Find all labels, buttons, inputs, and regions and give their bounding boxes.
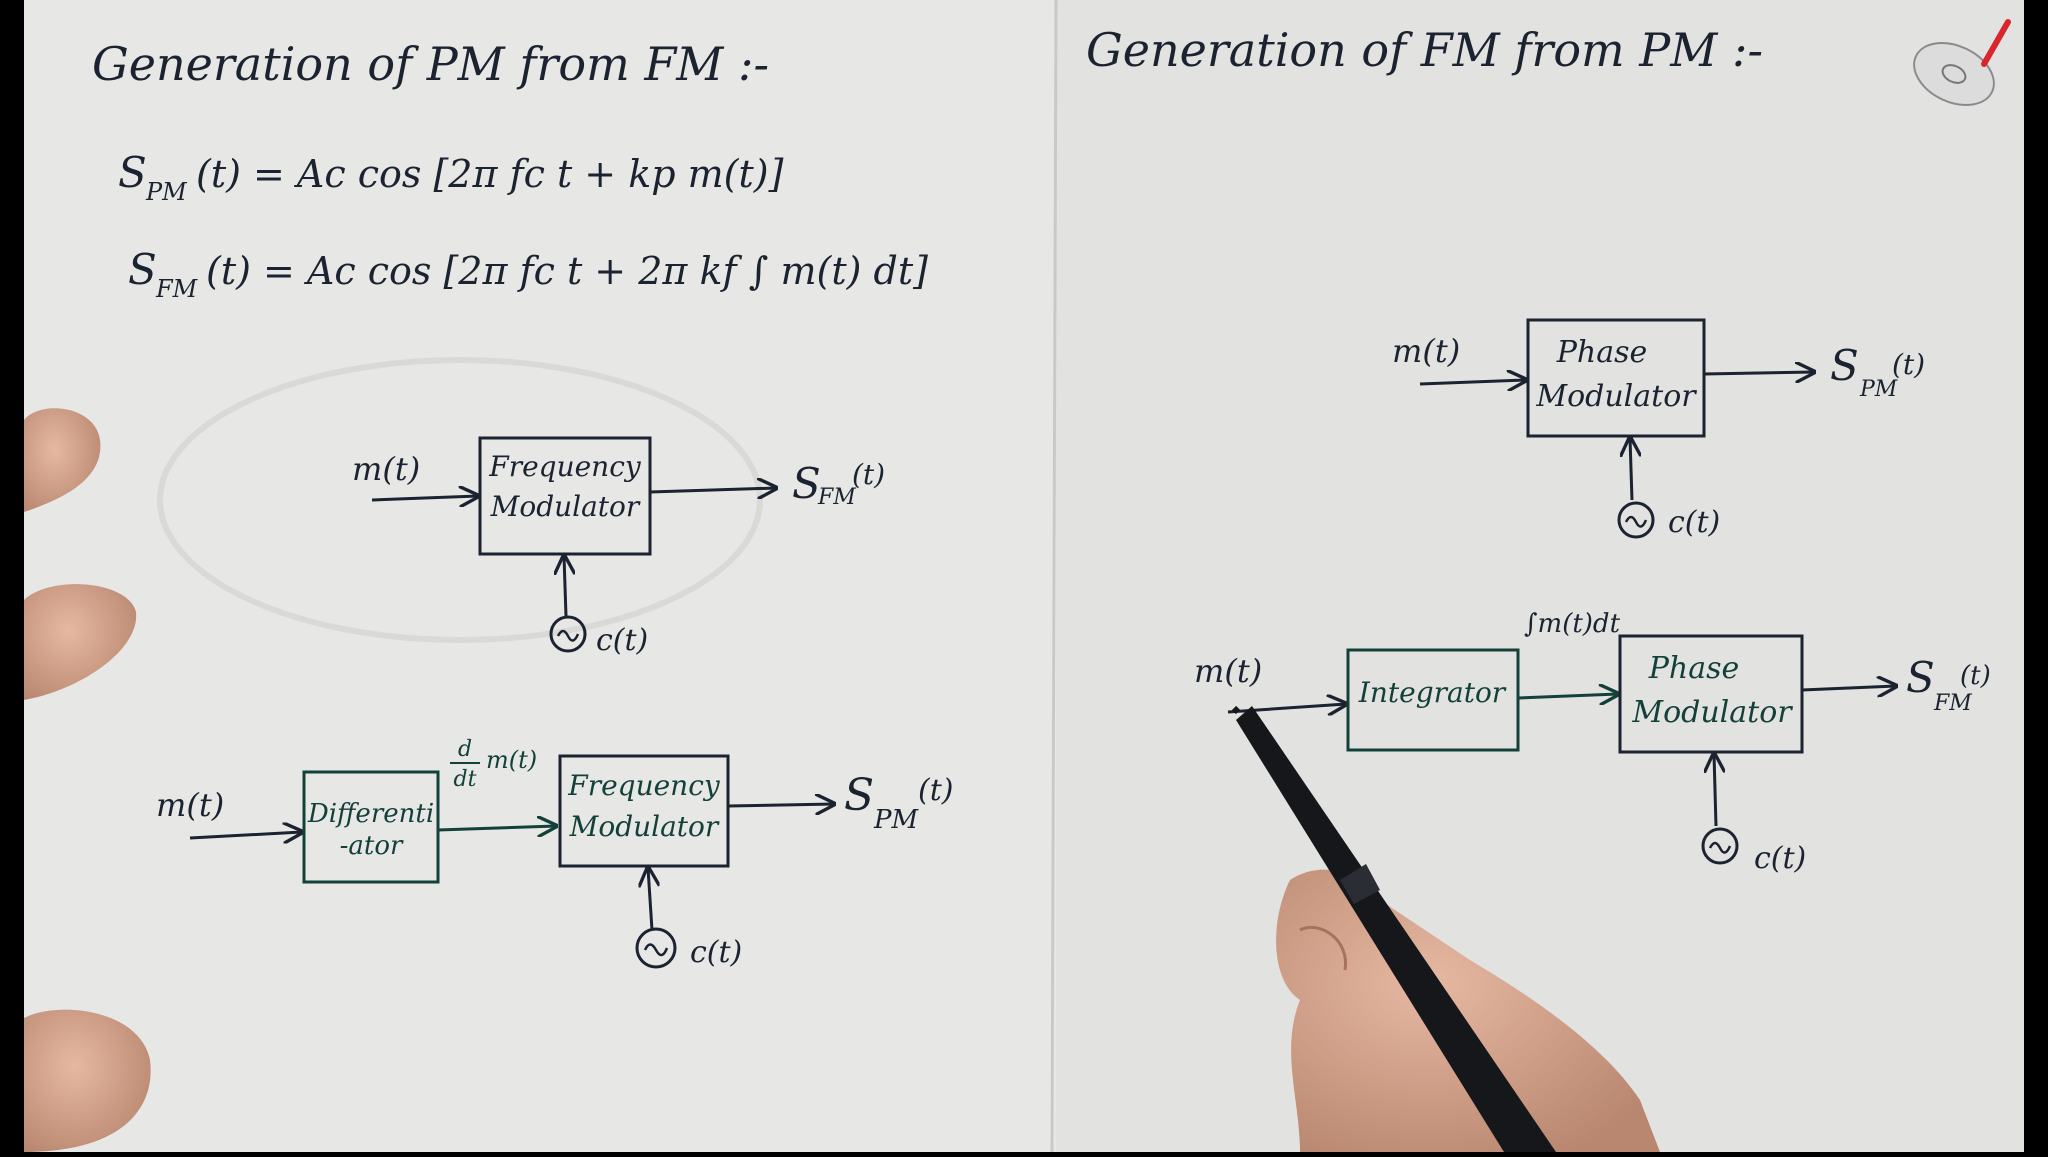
paper-right-shade bbox=[1056, 0, 2024, 1152]
l1-oscillator-icon bbox=[549, 615, 587, 653]
l2-input-arrow bbox=[189, 832, 302, 838]
right-pm-diagram: m(t) Phase Modulator S PM (t) c(t) bbox=[1392, 318, 1925, 540]
page-divider bbox=[1050, 0, 1058, 1153]
differentiator-block bbox=[302, 770, 440, 884]
r1-output-S: S bbox=[1830, 341, 1859, 390]
r2-block-line1: Phase bbox=[1648, 651, 1740, 686]
l2-output-sup: (t) bbox=[918, 773, 953, 808]
l1-input-arrow bbox=[371, 496, 478, 500]
cd-pen-logo-icon bbox=[1913, 19, 2011, 106]
l2-deriv-signal: m(t) bbox=[486, 746, 537, 774]
l1-input-label: m(t) bbox=[352, 450, 420, 488]
l1-output-arrow bbox=[649, 488, 776, 492]
l2-output-arrow bbox=[727, 804, 834, 806]
l2-input-label: m(t) bbox=[156, 786, 224, 824]
l2-block-line2: Modulator bbox=[569, 810, 720, 843]
eq-fm-rhs: (t) = Ac cos [2π fc t + 2π kf ∫ m(t) dt] bbox=[206, 249, 928, 293]
r1-block-line2: Modulator bbox=[1535, 379, 1697, 414]
r2-integrator-label: Integrator bbox=[1358, 676, 1507, 709]
r1-input-label: m(t) bbox=[1392, 332, 1460, 370]
l2-output-sub: PM bbox=[873, 805, 919, 835]
left-fingers bbox=[24, 408, 151, 1152]
r1-input-arrow bbox=[1419, 380, 1526, 384]
watermark-seal bbox=[157, 357, 763, 643]
r2-output-sup: (t) bbox=[1960, 661, 1991, 691]
l2-oscillator-icon bbox=[635, 927, 677, 969]
r1-oscillator-icon bbox=[1617, 501, 1655, 539]
r2-output-S: S bbox=[1906, 653, 1935, 702]
r2-carrier-label: c(t) bbox=[1754, 841, 1806, 876]
r2-oscillator-icon bbox=[1701, 827, 1739, 865]
equation-pm: S PM (t) = Ac cos [2π fc t + kp m(t)] bbox=[118, 148, 784, 206]
eq-fm-sub: FM bbox=[155, 275, 199, 303]
l2-output-S: S bbox=[844, 770, 874, 821]
eq-pm-rhs: (t) = Ac cos [2π fc t + kp m(t)] bbox=[196, 152, 784, 196]
r1-output-sup: (t) bbox=[1892, 348, 1925, 381]
r2-mid-arrow bbox=[1517, 694, 1618, 698]
l2-block-line1: Frequency bbox=[567, 769, 721, 802]
eq-pm-lhs: S bbox=[118, 148, 147, 197]
r2-output-arrow bbox=[1801, 686, 1896, 690]
r2-carrier-arrow bbox=[1714, 754, 1716, 827]
l2-diff-line1: Differenti bbox=[307, 799, 434, 829]
l1-output-S: S bbox=[792, 459, 821, 508]
l2-deriv-num: d bbox=[458, 737, 472, 762]
left-fm-diagram: m(t) Frequency Modulator S FM (t) c(t) bbox=[352, 436, 885, 658]
right-fm-diagram: m(t) Integrator ∫m(t)dt Phase Modulator … bbox=[1194, 609, 1991, 876]
right-title: Generation of FM from PM :- bbox=[1086, 23, 1763, 77]
l2-carrier-arrow bbox=[648, 868, 652, 931]
r1-block-line1: Phase bbox=[1556, 335, 1648, 370]
integrator-block bbox=[1346, 648, 1520, 752]
l1-block-line2: Modulator bbox=[490, 490, 641, 523]
hand-with-pen bbox=[1231, 705, 1660, 1152]
l1-block-line1: Frequency bbox=[488, 450, 642, 483]
r1-carrier-arrow bbox=[1630, 438, 1632, 501]
l2-carrier-label: c(t) bbox=[690, 935, 742, 970]
l1-output-sub: FM bbox=[817, 485, 856, 510]
r2-integral-label: ∫m(t)dt bbox=[1524, 609, 1621, 639]
equation-fm: S FM (t) = Ac cos [2π fc t + 2π kf ∫ m(t… bbox=[128, 245, 928, 303]
r1-output-arrow bbox=[1703, 372, 1814, 374]
eq-pm-sub: PM bbox=[145, 178, 188, 206]
left-title: Generation of PM from FM :- bbox=[92, 37, 769, 91]
l2-mid-arrow bbox=[437, 826, 556, 830]
l1-output-sup: (t) bbox=[852, 458, 885, 491]
eq-fm-lhs: S bbox=[128, 245, 157, 294]
l2-deriv-den: dt bbox=[454, 767, 477, 792]
l1-carrier-label: c(t) bbox=[596, 623, 648, 658]
r1-output-sub: PM bbox=[1859, 377, 1898, 402]
l1-carrier-arrow bbox=[564, 556, 566, 617]
r2-block-line2: Modulator bbox=[1631, 695, 1793, 730]
left-pm-diagram: m(t) Differenti -ator d dt m(t) Frequenc… bbox=[156, 737, 953, 970]
phase-modulator-block bbox=[1526, 318, 1706, 438]
r1-carrier-label: c(t) bbox=[1668, 505, 1720, 540]
r2-output-sub: FM bbox=[1933, 691, 1972, 716]
r2-input-label: m(t) bbox=[1194, 652, 1262, 690]
l2-diff-line2: -ator bbox=[340, 831, 404, 861]
